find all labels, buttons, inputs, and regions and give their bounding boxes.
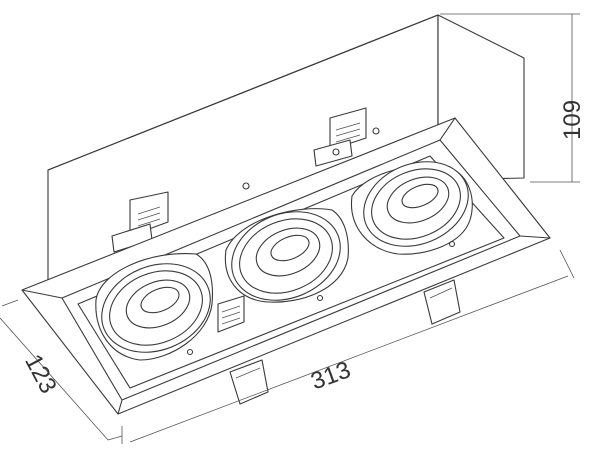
- dimension-length: [121, 249, 575, 444]
- spring-clip-center: [217, 295, 245, 333]
- spring-clip-left: [111, 191, 169, 253]
- lamp-left: [101, 263, 211, 356]
- dimension-depth: [0, 299, 123, 441]
- spring-clip-right: [313, 107, 367, 167]
- dimension-label-height: 109: [559, 100, 586, 140]
- dimension-height: [440, 13, 580, 183]
- mounting-tab-right: [423, 279, 461, 325]
- dimension-label-length: 313: [307, 356, 354, 395]
- dimension-label-depth: 123: [19, 350, 62, 398]
- lamp-right: [363, 161, 469, 248]
- lamp-center: [231, 211, 341, 302]
